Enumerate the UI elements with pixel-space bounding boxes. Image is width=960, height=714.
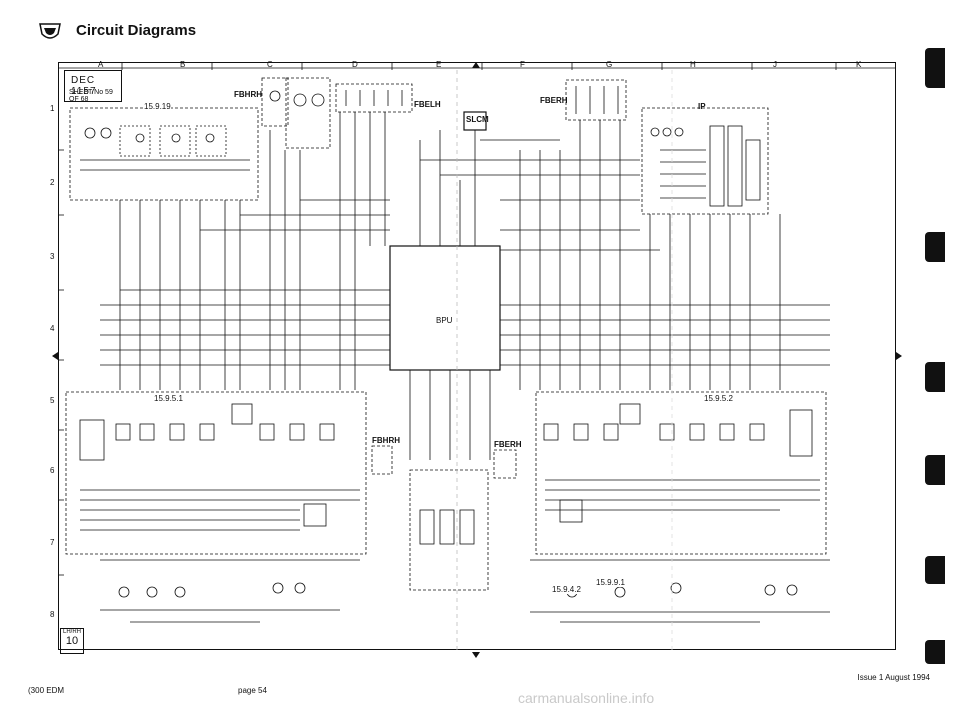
jaguar-logo-icon [38,22,62,42]
grid-row-5: 5 [50,396,55,405]
fbhrh-top-label: FBHRH [234,90,262,99]
grid-row-8: 8 [50,610,55,619]
diagram-sheet [58,62,896,650]
figure-ref-1592: 15.9.5.2 [704,394,733,403]
ip-label: IP [698,102,706,111]
page-header: Circuit Diagrams [0,0,960,44]
section-tab[interactable] [925,48,945,88]
figure-ref-1594: 15.9.4.2 [552,585,581,594]
grid-col-c: C [267,60,273,69]
figure-ref-15919: 15.9.19 [144,102,171,111]
grid-col-k: K [856,60,862,69]
sheet-number: SHEET No 59 OF 68 [69,89,113,103]
grid-row-3: 3 [50,252,55,261]
section-tab[interactable] [925,640,945,664]
page-box-label: LH/RH [62,629,81,635]
grid-col-h: H [690,60,696,69]
footer-issue: Issue 1 August 1994 [857,673,931,682]
grid-col-d: D [352,60,358,69]
grid-row-1: 1 [50,104,55,113]
grid-col-b: B [180,60,186,69]
fberh-top-label: FBERH [540,96,568,105]
figure-ref-1593: 15.9.9.1 [596,578,625,587]
section-tab[interactable] [925,455,945,485]
fbhrh-mid-label: FBHRH [372,436,400,445]
bpu-label: BPU [436,316,453,325]
fberh-mid-label: FBERH [494,440,522,449]
grid-row-7: 7 [50,538,55,547]
watermark: carmanualsonline.info [518,690,655,706]
grid-col-e: E [436,60,442,69]
footer-model: (300 EDM [28,686,65,695]
section-tab[interactable] [925,556,945,584]
grid-row-6: 6 [50,466,55,475]
page-number-box: LH/RH 10 [60,628,84,654]
drawing-stamp: DEC 1157 SHEET No 59 OF 68 [64,70,122,103]
footer-page: page 54 [238,686,267,695]
grid-col-f: F [520,60,525,69]
grid-row-4: 4 [50,324,55,333]
grid-col-a: A [98,60,104,69]
grid-col-g: G [606,60,613,69]
drawing-code: DEC 1157 [71,75,97,97]
figure-ref-1591: 15.9.5.1 [154,394,183,403]
section-tab[interactable] [925,362,945,392]
page-title: Circuit Diagrams [76,22,197,39]
grid-row-2: 2 [50,178,55,187]
fbelh-label: FBELH [414,100,441,109]
slcm-label: SLCM [466,115,489,124]
page-box-number: 10 [65,635,79,647]
grid-col-j: J [773,60,777,69]
section-tab[interactable] [925,232,945,262]
